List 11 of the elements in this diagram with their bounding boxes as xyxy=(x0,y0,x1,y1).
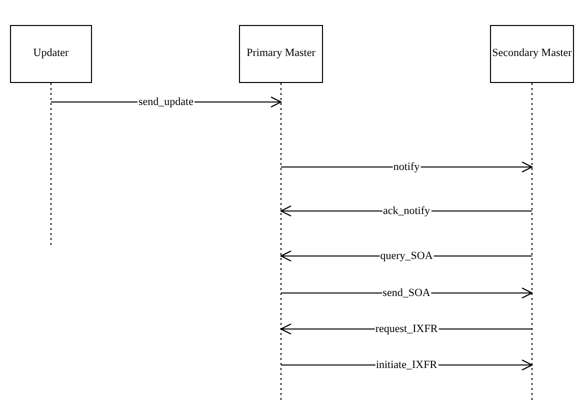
message-arrow xyxy=(280,161,533,173)
participant-box: Secondary Master xyxy=(490,25,574,83)
edge-label: send_update xyxy=(138,96,194,108)
edge-label: notify xyxy=(392,161,421,173)
edge-label: ack_notify xyxy=(382,205,432,217)
edge-label: send_SOA xyxy=(382,287,432,299)
participant-box: Updater xyxy=(10,25,92,83)
edge-label: initiate_IXFR xyxy=(374,359,438,371)
edge-label: request_IXFR xyxy=(374,323,439,335)
edge-label: query_SOA xyxy=(379,250,434,262)
participant-box: Primary Master xyxy=(239,25,323,83)
